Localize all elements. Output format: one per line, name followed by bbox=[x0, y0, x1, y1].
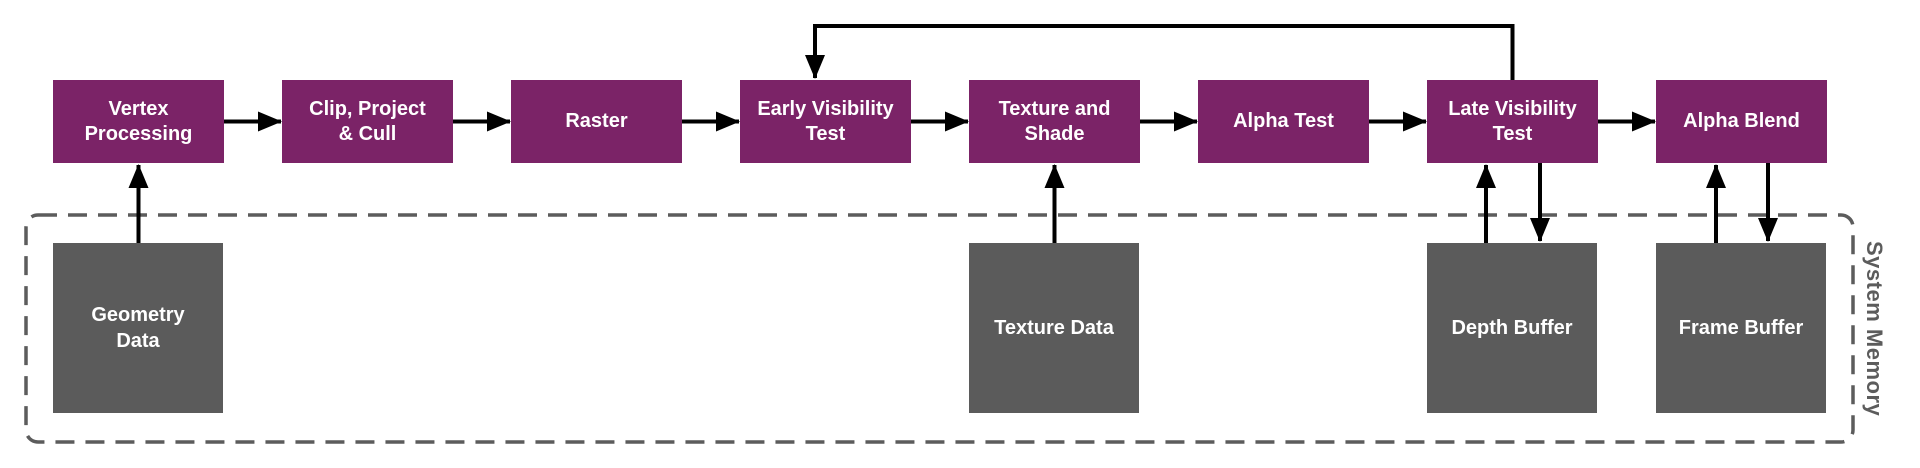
memory-frame-buffer: Frame Buffer bbox=[1656, 243, 1826, 413]
memory-texture-data: Texture Data bbox=[969, 243, 1139, 413]
stage-alpha-blend: Alpha Blend bbox=[1656, 80, 1827, 163]
system-memory-label: System Memory bbox=[1862, 240, 1887, 417]
memory-depth-buffer: Depth Buffer bbox=[1427, 243, 1597, 413]
stage-vertex-processing: Vertex Processing bbox=[53, 80, 224, 163]
stage-early-visibility: Early Visibility Test bbox=[740, 80, 911, 163]
memory-geometry-data: Geometry Data bbox=[53, 243, 223, 413]
stage-texture-and-shade: Texture and Shade bbox=[969, 80, 1140, 163]
stage-alpha-test: Alpha Test bbox=[1198, 80, 1369, 163]
arrow-feedback-latevis-to-earlyvis bbox=[805, 24, 1515, 80]
stage-late-visibility: Late Visibility Test bbox=[1427, 80, 1598, 163]
stage-raster: Raster bbox=[511, 80, 682, 163]
stage-clip-project-cull: Clip, Project & Cull bbox=[282, 80, 453, 163]
